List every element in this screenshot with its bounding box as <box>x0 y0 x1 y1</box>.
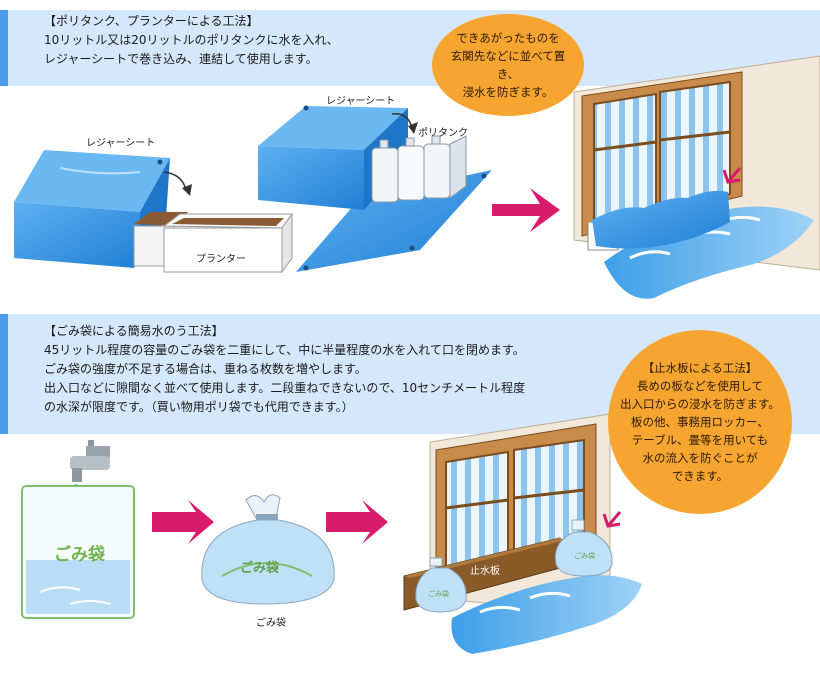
small-bag-2-knot <box>571 519 585 531</box>
bubble2-line-2: 長めの板などを使用して <box>636 379 764 393</box>
polytank-cap-3 <box>431 135 441 145</box>
section2-line-4: の水深が限度です。（買い物用ポリ袋でも代用できます。） <box>44 400 354 414</box>
bubble1-line-1: できあがったものを <box>456 31 560 45</box>
grommet-1 <box>303 265 309 271</box>
small-bag-1 <box>415 567 467 613</box>
bubble-section1: できあがったものを 玄関先などに並べて置き、 浸水を防ぎます。 <box>432 14 584 116</box>
grommet-3 <box>409 245 415 251</box>
section2-text: 【ごみ袋による簡易水のう工法】 45リットル程度の容量のごみ袋を二重にして、中に… <box>44 322 525 417</box>
bubble1-line-2: 玄関先などに並べて置き、 <box>450 49 566 81</box>
sheet-top-left <box>14 150 170 212</box>
big-arrow-2 <box>152 500 214 544</box>
small-bag-2 <box>554 531 613 577</box>
sheet-grommet <box>157 159 163 165</box>
section1-heading: 【ポリタンク、プランターによる工法】 <box>44 14 259 28</box>
bubble2-line-4: 板の他、事務用ロッカー、 <box>631 415 769 429</box>
section1-line-2: レジャーシートで巻き込み、連結して使用します。 <box>44 52 318 66</box>
label-polytank: ポリタンク <box>418 128 468 139</box>
bubble1-line-3: 浸水を防ぎます。 <box>462 85 554 99</box>
sheet-front-left <box>14 202 140 268</box>
section1-line-1: 10リットル又は20リットルのポリタンクに水を入れ、 <box>44 33 339 47</box>
section2-line-3: 出入口などに隙間なく並べて使用します。二段重ねできないので、10センチメートル程… <box>44 381 526 395</box>
water-2 <box>451 575 642 654</box>
big-arrow-3 <box>326 500 388 544</box>
grommet-2 <box>481 173 487 179</box>
bubble2-line-7: できます。 <box>671 469 729 483</box>
polytank-2 <box>397 145 425 201</box>
section1-text: 【ポリタンク、プランターによる工法】 10リットル又は20リットルのポリタンクに… <box>44 12 339 69</box>
polytank-cap-1 <box>379 139 389 149</box>
planter-soil <box>172 218 284 226</box>
faucet-nozzle <box>72 468 82 482</box>
small-bag-text-1: ごみ袋 <box>428 589 449 598</box>
section2-band-accent <box>0 314 8 434</box>
sheet-gloss <box>59 167 141 175</box>
door-rail-2b <box>513 488 585 500</box>
bag-fill-group <box>21 440 135 619</box>
bubble2-line-6: 水の流入を防ぐことが <box>642 451 758 465</box>
bag-water <box>26 560 130 614</box>
door-panel-1b <box>659 80 731 212</box>
door-rail-1a <box>593 140 657 152</box>
bag-seam <box>221 562 313 577</box>
small-bag-1-knot <box>429 557 443 567</box>
planter-group <box>14 150 293 274</box>
bubble2-line-5: テーブル、畳等を用いても <box>631 433 769 447</box>
polytank-side <box>449 135 467 199</box>
door-rail-1b <box>659 130 731 142</box>
section2-line-2: ごみ袋の強度が不足する場合は、重ねる枚数を増やします。 <box>44 362 367 376</box>
planter-side <box>281 212 293 274</box>
section2-line-1: 45リットル程度の容量のごみ袋を二重にして、中に半量程度の水を入れて口を閉めます… <box>44 343 525 357</box>
bag-text-large: ごみ袋 <box>54 544 106 565</box>
polytank-group <box>258 105 492 272</box>
board-label: 止水板 <box>470 564 500 577</box>
bubble-section2: 【止水板による工法】 長めの板などを使用して 出入口からの浸水を防ぎます。 板の… <box>608 330 792 514</box>
tied-bag-group <box>201 494 335 605</box>
faucet-spout <box>70 456 110 470</box>
pointer-arrow-1 <box>722 167 742 184</box>
small-bag-text-2: ごみ袋 <box>574 551 595 560</box>
curve-arrow-left-head <box>182 184 192 196</box>
polytank-1 <box>371 147 399 203</box>
rolled-front <box>258 146 364 210</box>
tank-barrier <box>592 190 730 249</box>
label-planter: プランター <box>196 254 246 265</box>
big-arrow-1 <box>492 188 560 232</box>
polytanks <box>371 135 467 203</box>
pointer-arrow-2 <box>602 511 622 528</box>
bag-water-highlight <box>39 586 111 605</box>
bubble2-line-1: 【止水板による工法】 <box>642 361 758 375</box>
section1-band <box>0 10 820 86</box>
polytank-3 <box>423 143 451 199</box>
label-bag: ごみ袋 <box>256 618 286 629</box>
faucet-handle <box>88 440 94 446</box>
house-scene-2 <box>403 413 642 654</box>
section2-heading: 【ごみ袋による簡易水のう工法】 <box>44 324 224 338</box>
tied-bag <box>201 519 335 605</box>
rolled-top <box>258 106 408 150</box>
bag-tie <box>256 514 278 520</box>
water-1 <box>604 206 814 299</box>
section1-band-accent <box>0 10 8 86</box>
water-2-highlight <box>479 591 571 614</box>
grommet-4 <box>303 105 309 111</box>
polytank-cap-2 <box>405 137 415 147</box>
bubble2-line-3: 出入口からの浸水を防ぎます。 <box>620 397 780 411</box>
faucet-body <box>86 446 110 458</box>
label-sheet-left: レジャーシート <box>86 138 156 149</box>
door-rail-2a <box>445 498 509 510</box>
bag-text-tied: ごみ袋 <box>240 560 280 576</box>
house-scene-1 <box>573 55 820 299</box>
curve-arrow-right-head <box>408 122 418 134</box>
label-sheet-right: レジャーシート <box>326 96 396 107</box>
